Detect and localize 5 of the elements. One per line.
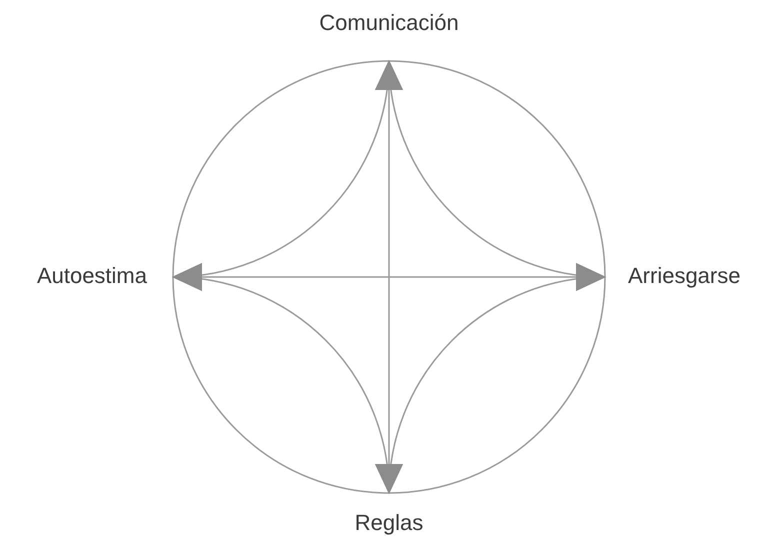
node-label: Reglas	[354, 509, 424, 537]
node-label: Comunicación	[319, 9, 459, 37]
node-label: Autoestima	[36, 262, 147, 290]
node-label: Arriesgarse	[628, 262, 740, 290]
arrow	[172, 264, 402, 494]
